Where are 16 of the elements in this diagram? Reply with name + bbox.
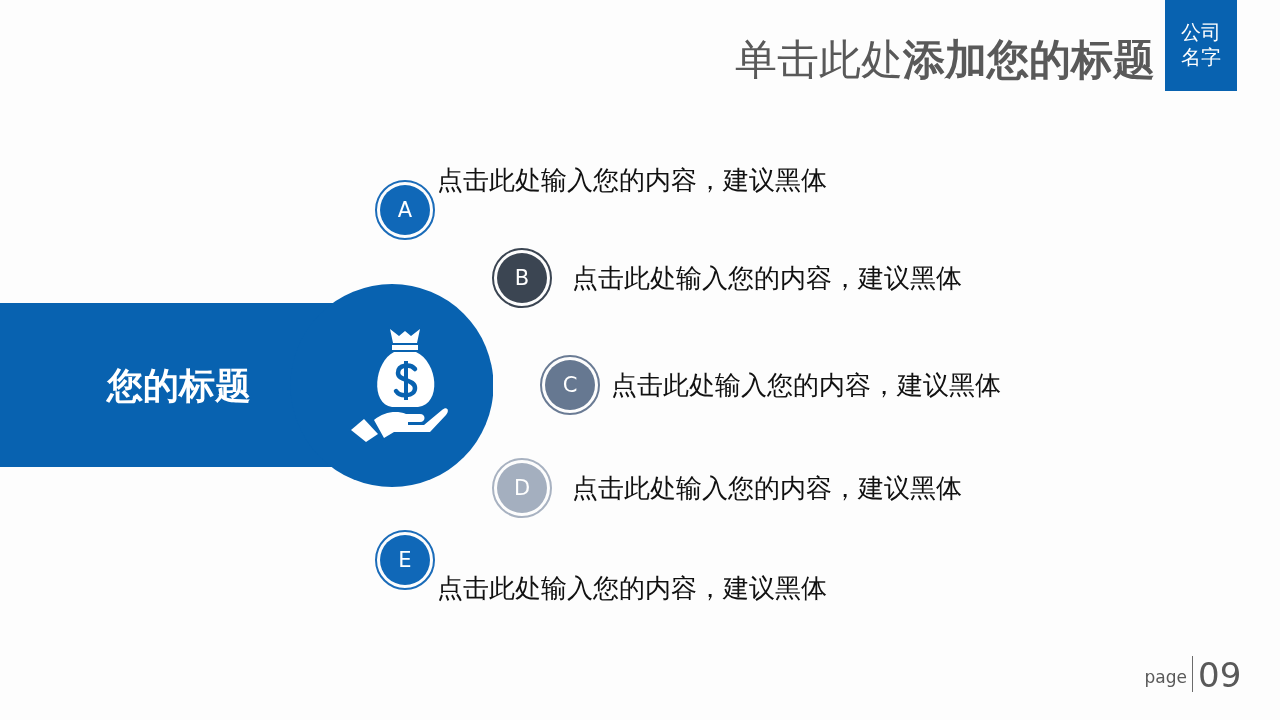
letter-circle: D bbox=[492, 458, 552, 518]
body-text: 点击此处输入您的内容，建议黑体 bbox=[437, 164, 827, 197]
label-box: 公司名字 bbox=[1165, 0, 1237, 91]
body-text: 点击此处输入您的内容，建议黑体 bbox=[572, 472, 962, 505]
banner bbox=[0, 284, 493, 487]
page-number: 09 bbox=[1198, 656, 1242, 694]
page-label: page bbox=[1144, 666, 1187, 688]
letter-circle: B bbox=[492, 248, 552, 308]
letter-circle: C bbox=[540, 355, 600, 415]
banner-title: 您的标题 bbox=[107, 364, 251, 408]
slide-title: 单击此处添加您的标题 bbox=[735, 34, 1155, 86]
body-text: 点击此处输入您的内容，建议黑体 bbox=[611, 369, 1001, 402]
letter-circle: A bbox=[375, 180, 435, 240]
body-text: 点击此处输入您的内容，建议黑体 bbox=[437, 572, 827, 605]
letter-circle: E bbox=[375, 530, 435, 590]
body-text: 点击此处输入您的内容，建议黑体 bbox=[572, 262, 962, 295]
